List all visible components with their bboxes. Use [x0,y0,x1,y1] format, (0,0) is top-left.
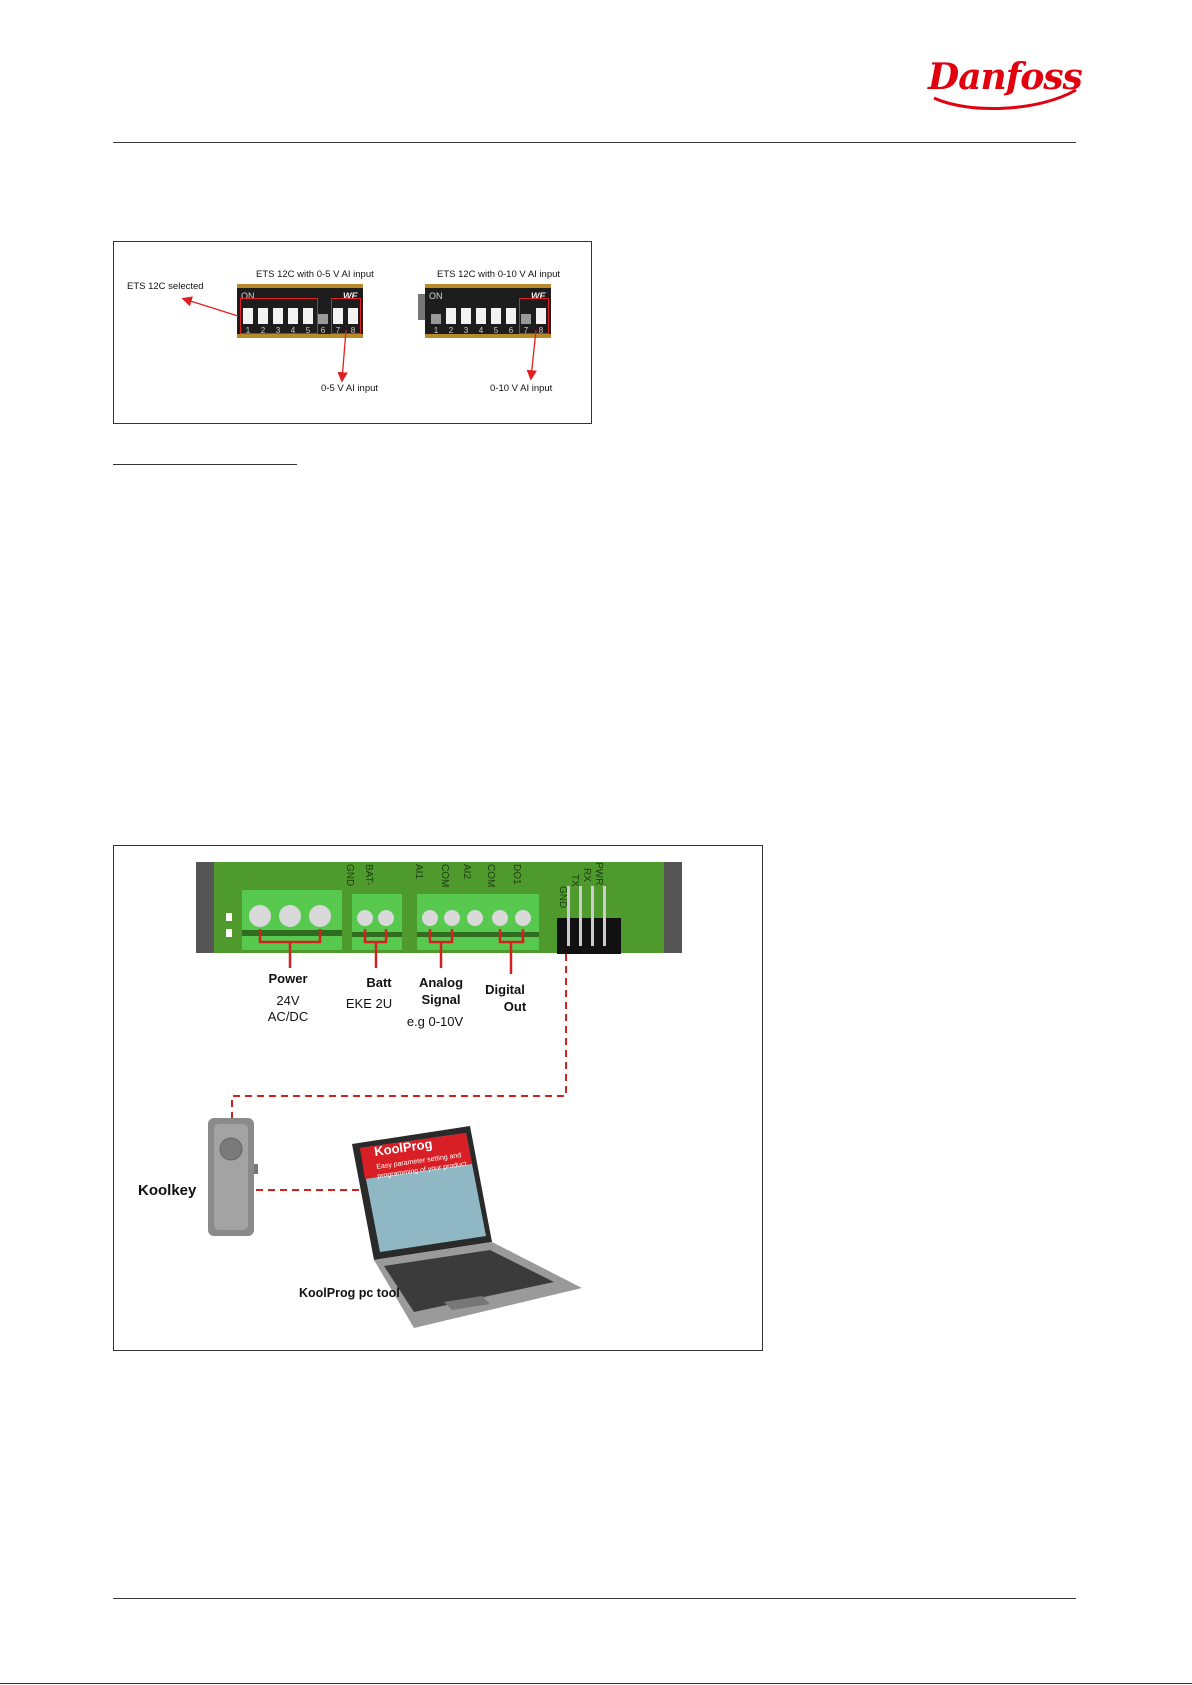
batt-label: Batt [366,975,392,990]
board-edge-right [664,862,682,953]
dip-on-label: ON [429,291,443,301]
dip-number: 7 [523,326,529,335]
logo-text: Danfoss [928,56,1083,98]
dip-number: 3 [275,326,281,335]
dip-we-label: WE [531,291,546,301]
right-dip-title: ETS 12C with 0-10 V AI input [437,269,561,280]
dip-number: 1 [433,326,439,335]
arrow-left-input [337,329,348,383]
dip-toggle [243,308,253,324]
analog-range: e.g 0-10V [406,1014,464,1029]
dip-toggle [536,308,546,324]
left-dip-title: ETS 12C with 0-5 V AI input [256,269,374,280]
dip-toggle [506,308,516,324]
power-bracket [258,929,322,968]
dip-toggle [303,308,313,324]
terminals-and-wires [208,886,621,1328]
dip-toggle [318,314,328,324]
koolkey-label: Koolkey [138,1182,197,1199]
arrow-right-input [526,329,537,381]
power-voltage: 24V [276,993,300,1008]
dip-toggle [521,314,531,324]
arrow-selected [181,296,239,317]
highlight-switches-1-5 [240,298,318,334]
left-input-label: 0-5 V AI input [321,383,379,394]
page-bottom-rule [0,1683,1192,1684]
dip-number: 3 [463,326,469,335]
dip-number: 6 [320,326,326,335]
dip-number: 1 [245,326,251,335]
dip-switch-left: ON WE 1 2 3 4 5 6 7 8 [237,284,363,338]
danfoss-logo: Danfoss [928,52,1083,114]
dip-toggle [491,308,501,324]
digital-label-line1: Digital [485,982,525,997]
footer-rule [113,1598,1076,1599]
batt-model: EKE 2U [345,996,393,1011]
power-type: AC/DC [267,1009,309,1024]
dip-toggle [258,308,268,324]
board-led [226,929,232,937]
dip-on-label: ON [241,291,255,301]
analog-bracket [428,929,454,968]
dip-number: 2 [260,326,266,335]
digital-label-line2: Out [503,999,527,1014]
dip-number: 4 [290,326,296,335]
dip-number: 2 [448,326,454,335]
board-edge-left [196,862,214,953]
board-led [226,913,232,921]
dip-number: 5 [493,326,499,335]
selected-label: ETS 12C selected [127,281,204,292]
dip-slider-edge [418,294,426,320]
dip-number: 8 [538,326,544,335]
koolkey-device [208,1118,258,1236]
batt-terminal [352,894,402,950]
dip-toggle [333,308,343,324]
dip-number: 6 [508,326,514,335]
comm-connector [557,886,621,954]
dip-number: 7 [335,326,341,335]
wiring-figure: GND BAT- AI1 COM AI2 COM DO1 GND TX RX P… [113,845,763,1351]
logo-swoosh [933,88,1077,110]
dip-switch-figure: ETS 12C with 0-5 V AI input ETS 12C with… [113,241,592,424]
dip-number: 4 [478,326,484,335]
section-underline [113,464,297,465]
highlight-switches-7-8 [519,298,549,334]
dip-toggle [461,308,471,324]
comm-cable-dashed [231,954,567,1118]
dip-we-label: WE [343,291,358,301]
dip-toggle [431,314,441,324]
power-terminal [242,890,342,950]
koolprog-label: KoolProg pc tool [299,1286,400,1300]
dip-toggle [348,308,358,324]
dip-toggle [273,308,283,324]
laptop [352,1126,582,1328]
io-terminal [417,894,539,950]
dip-toggle [288,308,298,324]
dip-number: 8 [350,326,356,335]
analog-label-line1: Analog [418,975,464,990]
dip-switch-right: ON WE 1 2 3 4 5 6 7 8 [425,284,551,338]
batt-bracket [363,929,388,968]
analog-label-line2: Signal [421,992,461,1007]
header-rule [113,142,1076,143]
dip-number: 5 [305,326,311,335]
dip-toggle [446,308,456,324]
right-input-label: 0-10 V AI input [490,383,553,394]
digital-bracket [498,929,525,974]
dip-arrows [181,296,537,383]
power-label: Power [268,971,308,986]
dip-toggle [476,308,486,324]
